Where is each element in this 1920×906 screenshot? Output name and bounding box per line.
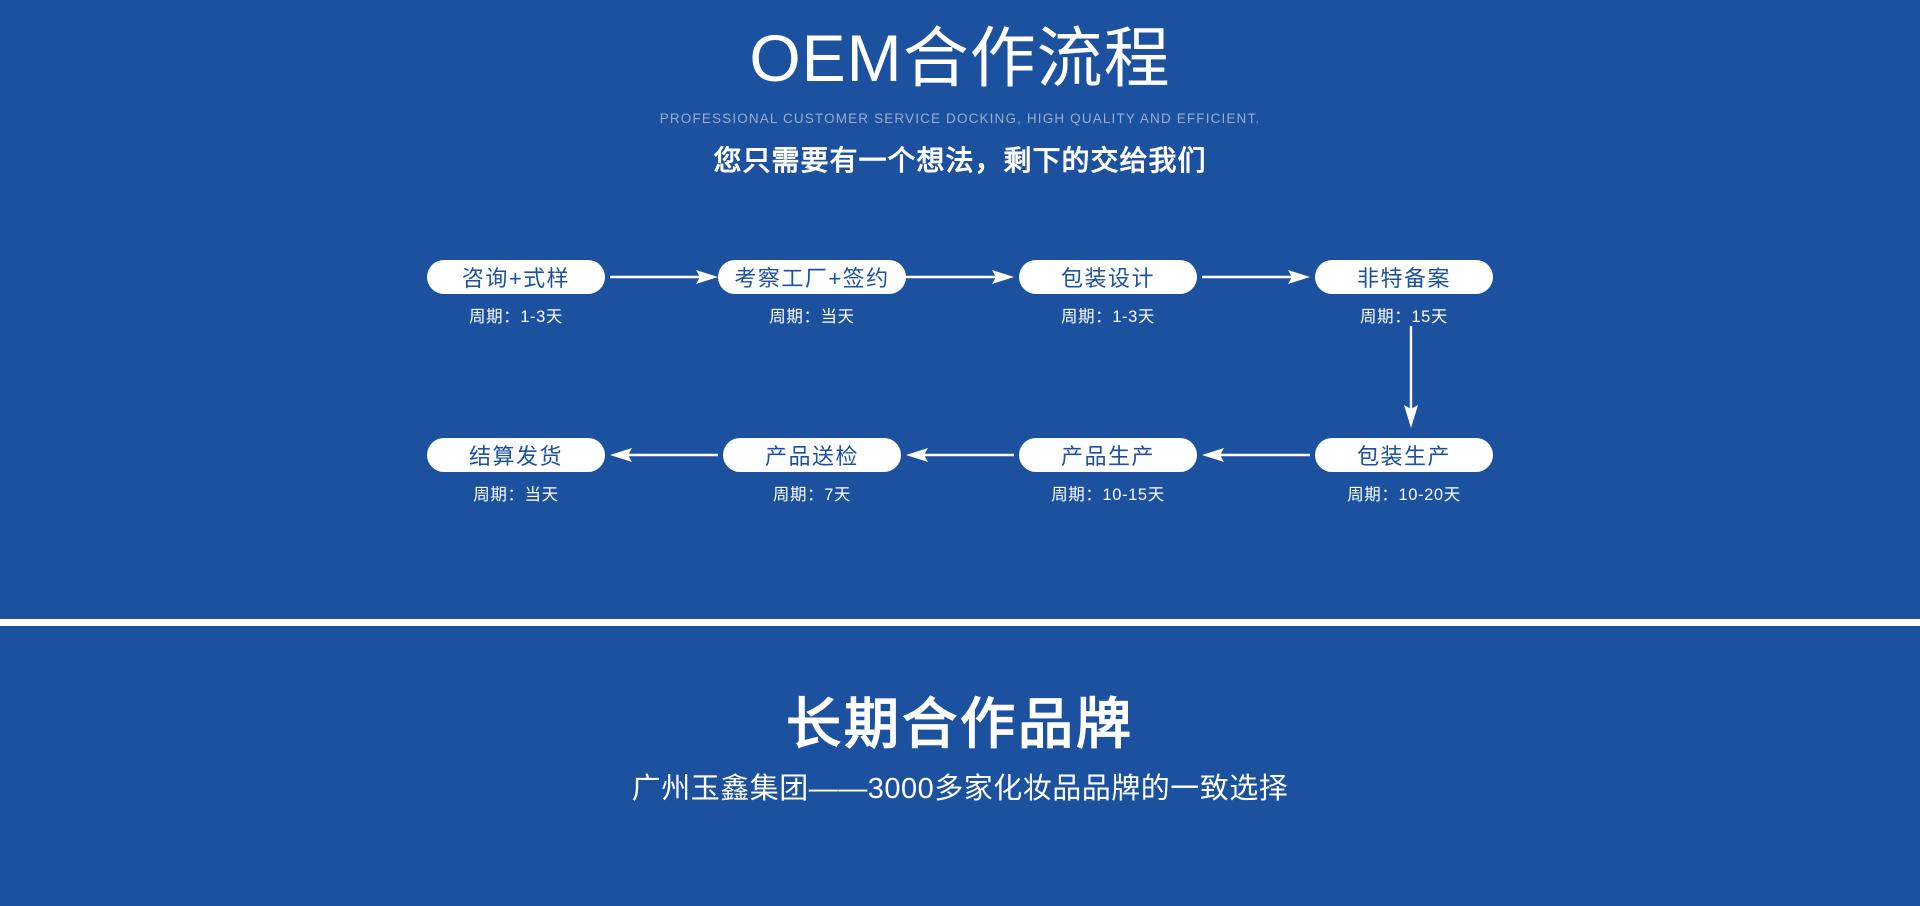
flow-step-label: 考察工厂+签约: [718, 260, 906, 294]
flow-step-period: 周期：1-3天: [468, 308, 564, 326]
flow-step-label: 非特备案: [1315, 260, 1493, 294]
flow-row-top: 咨询+式样 周期：1-3天 考察工厂+签约 周期：当天 包装设计 周期：1-3天: [0, 260, 1920, 327]
footer-section: 长期合作品牌 广州玉鑫集团——3000多家化妆品品牌的一致选择: [0, 640, 1920, 807]
flow-step-product-manufacturing[interactable]: 产品生产 周期：10-15天: [1015, 438, 1201, 505]
arrow-left-icon: [1201, 438, 1311, 472]
header-chinese-subtitle: 您只需要有一个想法，剩下的交给我们: [713, 144, 1207, 176]
flow-step-non-special-filing[interactable]: 非特备案 周期：15天: [1311, 260, 1497, 327]
section-divider: [0, 619, 1920, 626]
flow-step-packaging-design[interactable]: 包装设计 周期：1-3天: [1015, 260, 1201, 327]
flow-step-period: 周期：7天: [772, 486, 852, 504]
flow-step-factory-visit[interactable]: 考察工厂+签约 周期：当天: [718, 260, 906, 327]
flow-step-period: 周期：15天: [1360, 308, 1448, 326]
oem-process-flow-diagram: 咨询+式样 周期：1-3天 考察工厂+签约 周期：当天 包装设计 周期：1-3天: [0, 248, 1920, 568]
flow-step-label: 包装设计: [1019, 260, 1197, 294]
header-english-subtitle: PROFESSIONAL CUSTOMER SERVICE DOCKING, H…: [659, 110, 1261, 126]
flow-step-label: 包装生产: [1315, 438, 1493, 472]
flow-step-label: 产品生产: [1019, 438, 1197, 472]
arrow-left-icon: [905, 438, 1015, 472]
arrow-right-icon: [609, 260, 719, 294]
flow-step-consultation[interactable]: 咨询+式样 周期：1-3天: [423, 260, 609, 327]
footer-title: 长期合作品牌: [785, 693, 1134, 755]
flow-step-product-inspection[interactable]: 产品送检 周期：7天: [719, 438, 905, 505]
flow-step-period: 周期：10-15天: [1051, 486, 1165, 504]
arrow-right-icon: [905, 260, 1015, 294]
flow-step-settlement-shipping[interactable]: 结算发货 周期：当天: [423, 438, 609, 505]
footer-subtitle: 广州玉鑫集团——3000多家化妆品品牌的一致选择: [631, 772, 1289, 805]
flow-step-period: 周期：1-3天: [1060, 308, 1156, 326]
page-title: OEM合作流程: [749, 21, 1171, 95]
flow-step-label: 产品送检: [723, 438, 901, 472]
flow-step-period: 周期：当天: [769, 308, 855, 326]
page-header: OEM合作流程 PROFESSIONAL CUSTOMER SERVICE DO…: [0, 0, 1920, 179]
flow-row-bottom: 结算发货 周期：当天 产品送检 周期：7天 产品生产 周期：10-15天: [0, 438, 1920, 505]
flow-step-label: 咨询+式样: [427, 260, 605, 294]
flow-step-period: 周期：10-20天: [1347, 486, 1461, 504]
arrow-down-icon: [1399, 326, 1423, 428]
arrow-right-icon: [1201, 260, 1311, 294]
flow-step-packaging-production[interactable]: 包装生产 周期：10-20天: [1311, 438, 1497, 505]
flow-step-label: 结算发货: [427, 438, 605, 472]
arrow-left-icon: [609, 438, 719, 472]
flow-step-period: 周期：当天: [473, 486, 559, 504]
